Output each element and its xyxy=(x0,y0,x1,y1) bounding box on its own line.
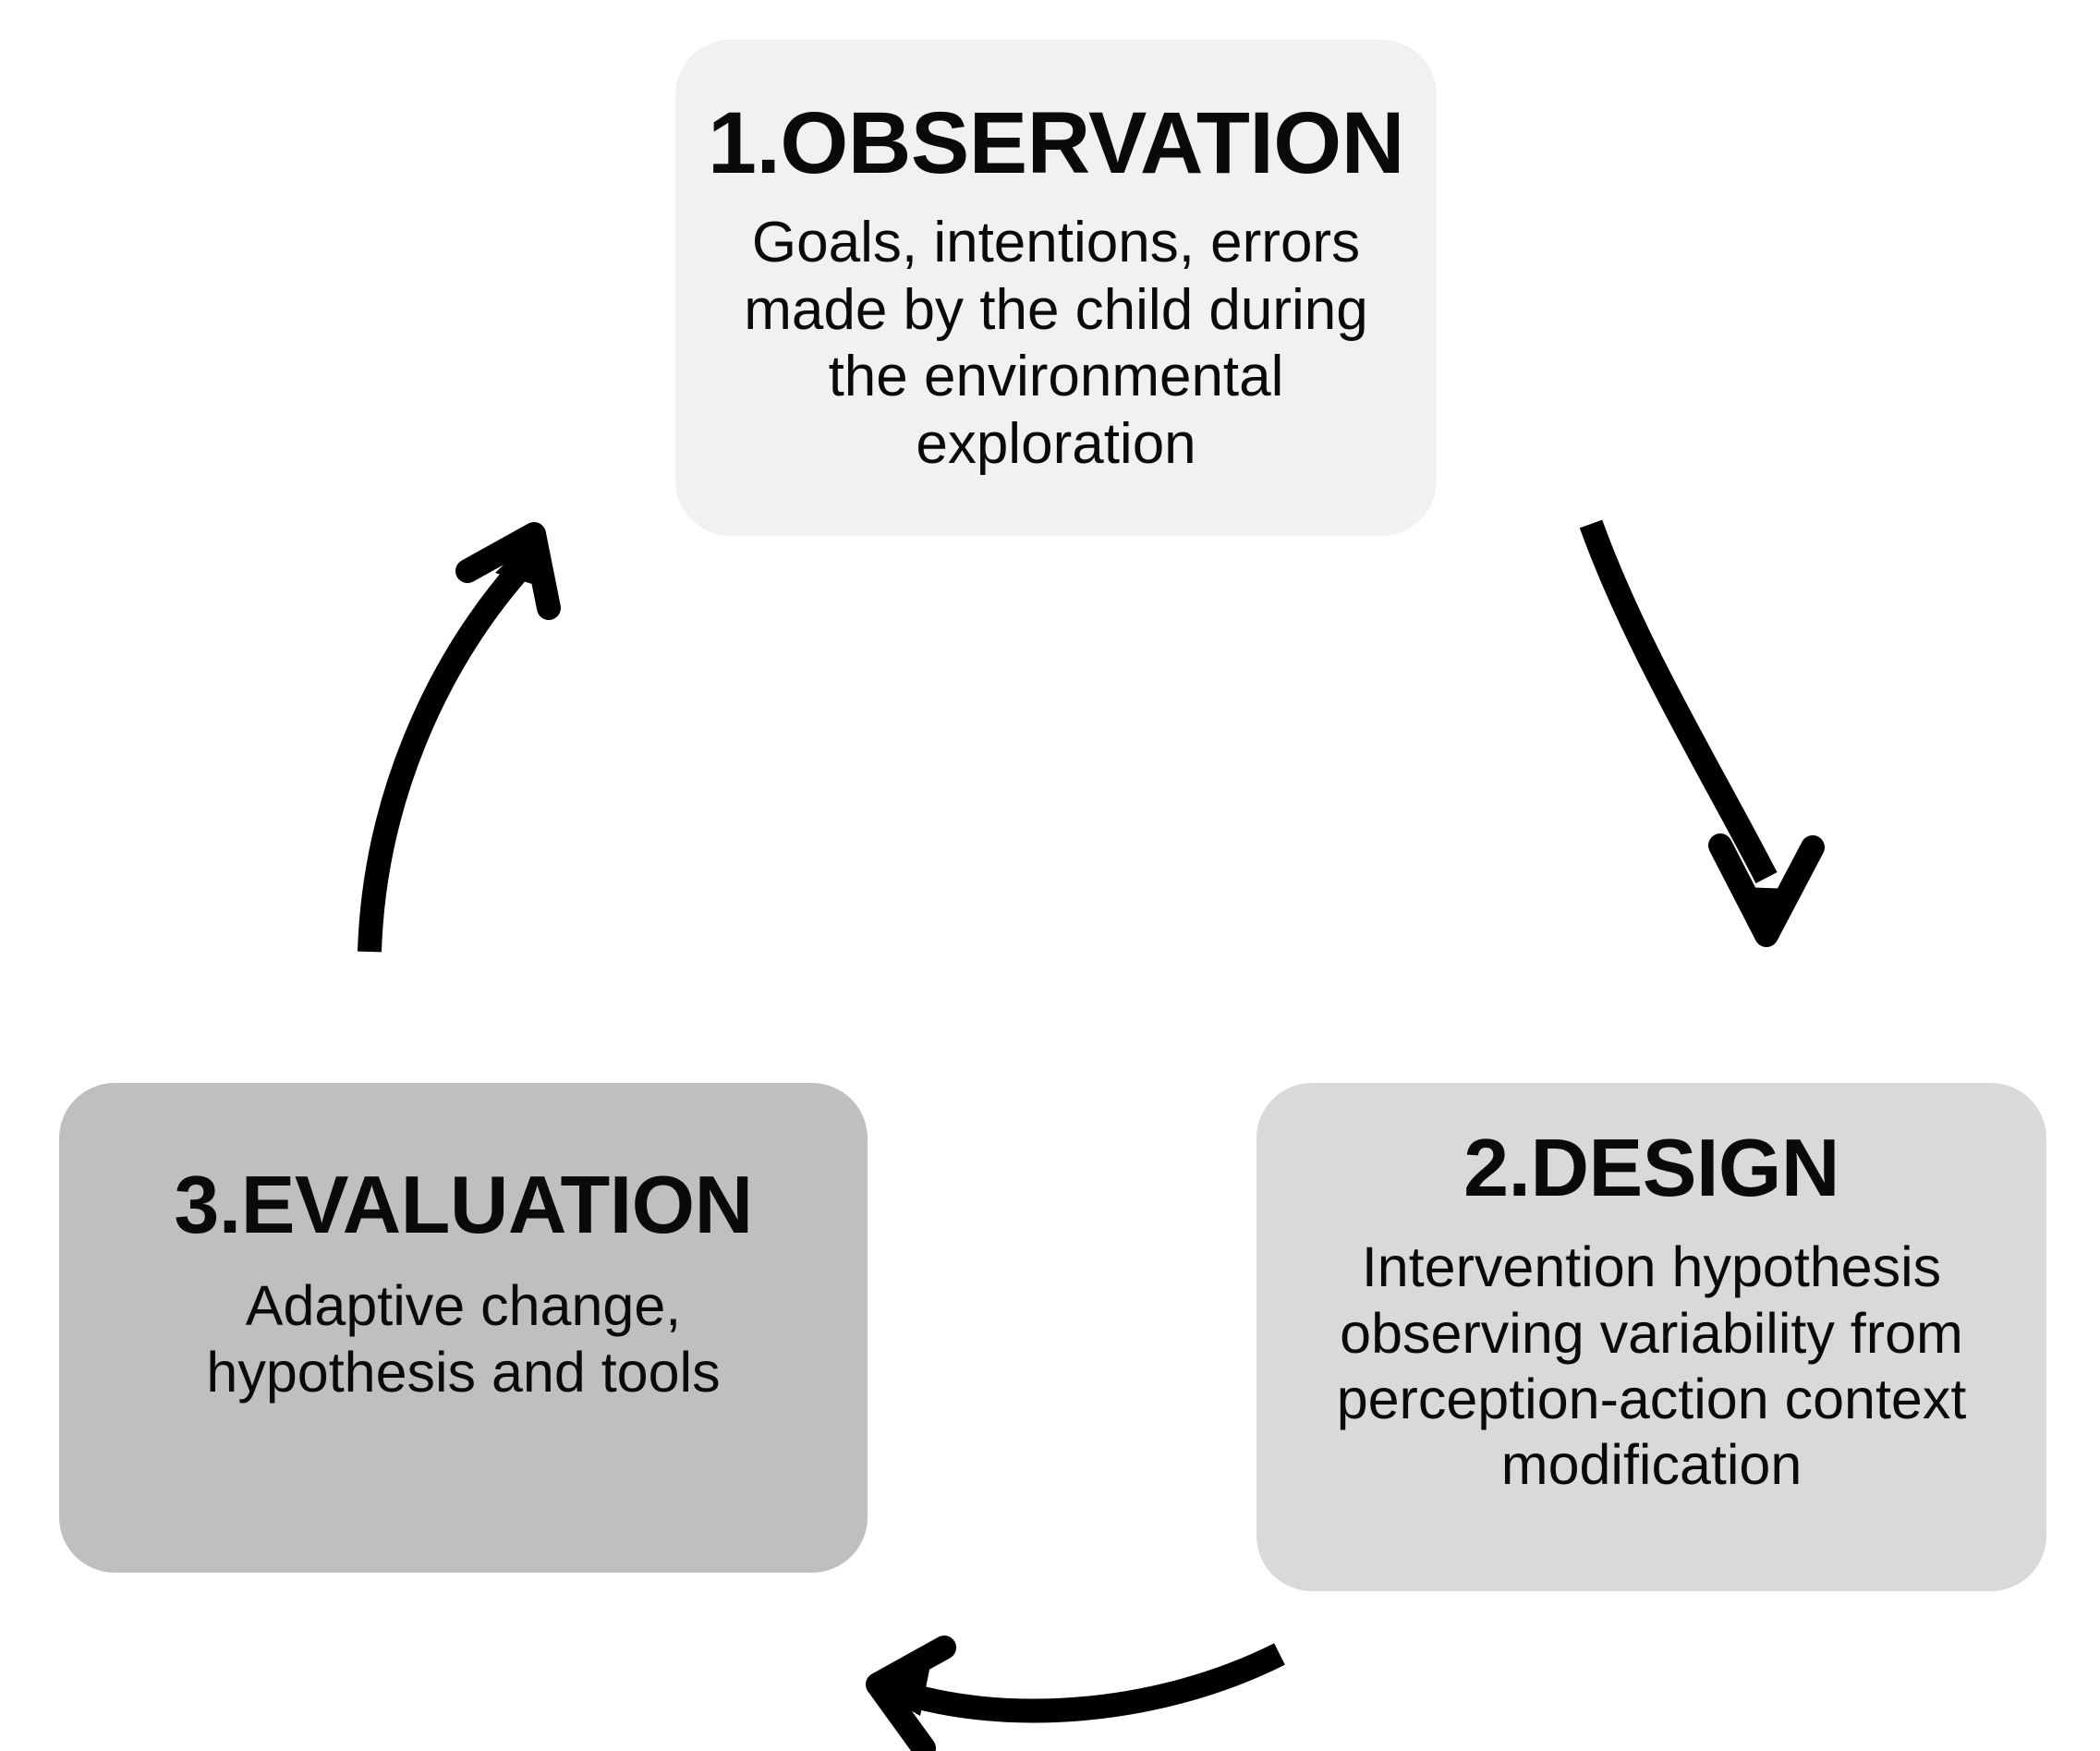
stage-box-evaluation[interactable]: 3.EVALUATION Adaptive change, hypothesis… xyxy=(59,1083,868,1573)
stage-box-observation[interactable]: 1.OBSERVATION Goals, intentions, errors … xyxy=(675,40,1437,536)
stage-description-design: Intervention hypothesis observing variab… xyxy=(1336,1235,1967,1497)
stage-title-observation: 1.OBSERVATION xyxy=(708,93,1404,192)
stage-title-design: 2.DESIGN xyxy=(1463,1122,1839,1213)
arrow-design-to-evaluation-icon xyxy=(866,1635,1285,1751)
arrow-observation-to-design-icon xyxy=(1579,519,1825,947)
stage-description-evaluation: Adaptive change, hypothesis and tools xyxy=(206,1274,721,1404)
arrow-evaluation-to-observation-icon xyxy=(358,522,561,953)
stage-title-evaluation: 3.EVALUATION xyxy=(174,1159,753,1250)
stage-description-observation: Goals, intentions, errors made by the ch… xyxy=(744,211,1368,476)
stage-box-design[interactable]: 2.DESIGN Intervention hypothesis observi… xyxy=(1256,1083,2046,1591)
